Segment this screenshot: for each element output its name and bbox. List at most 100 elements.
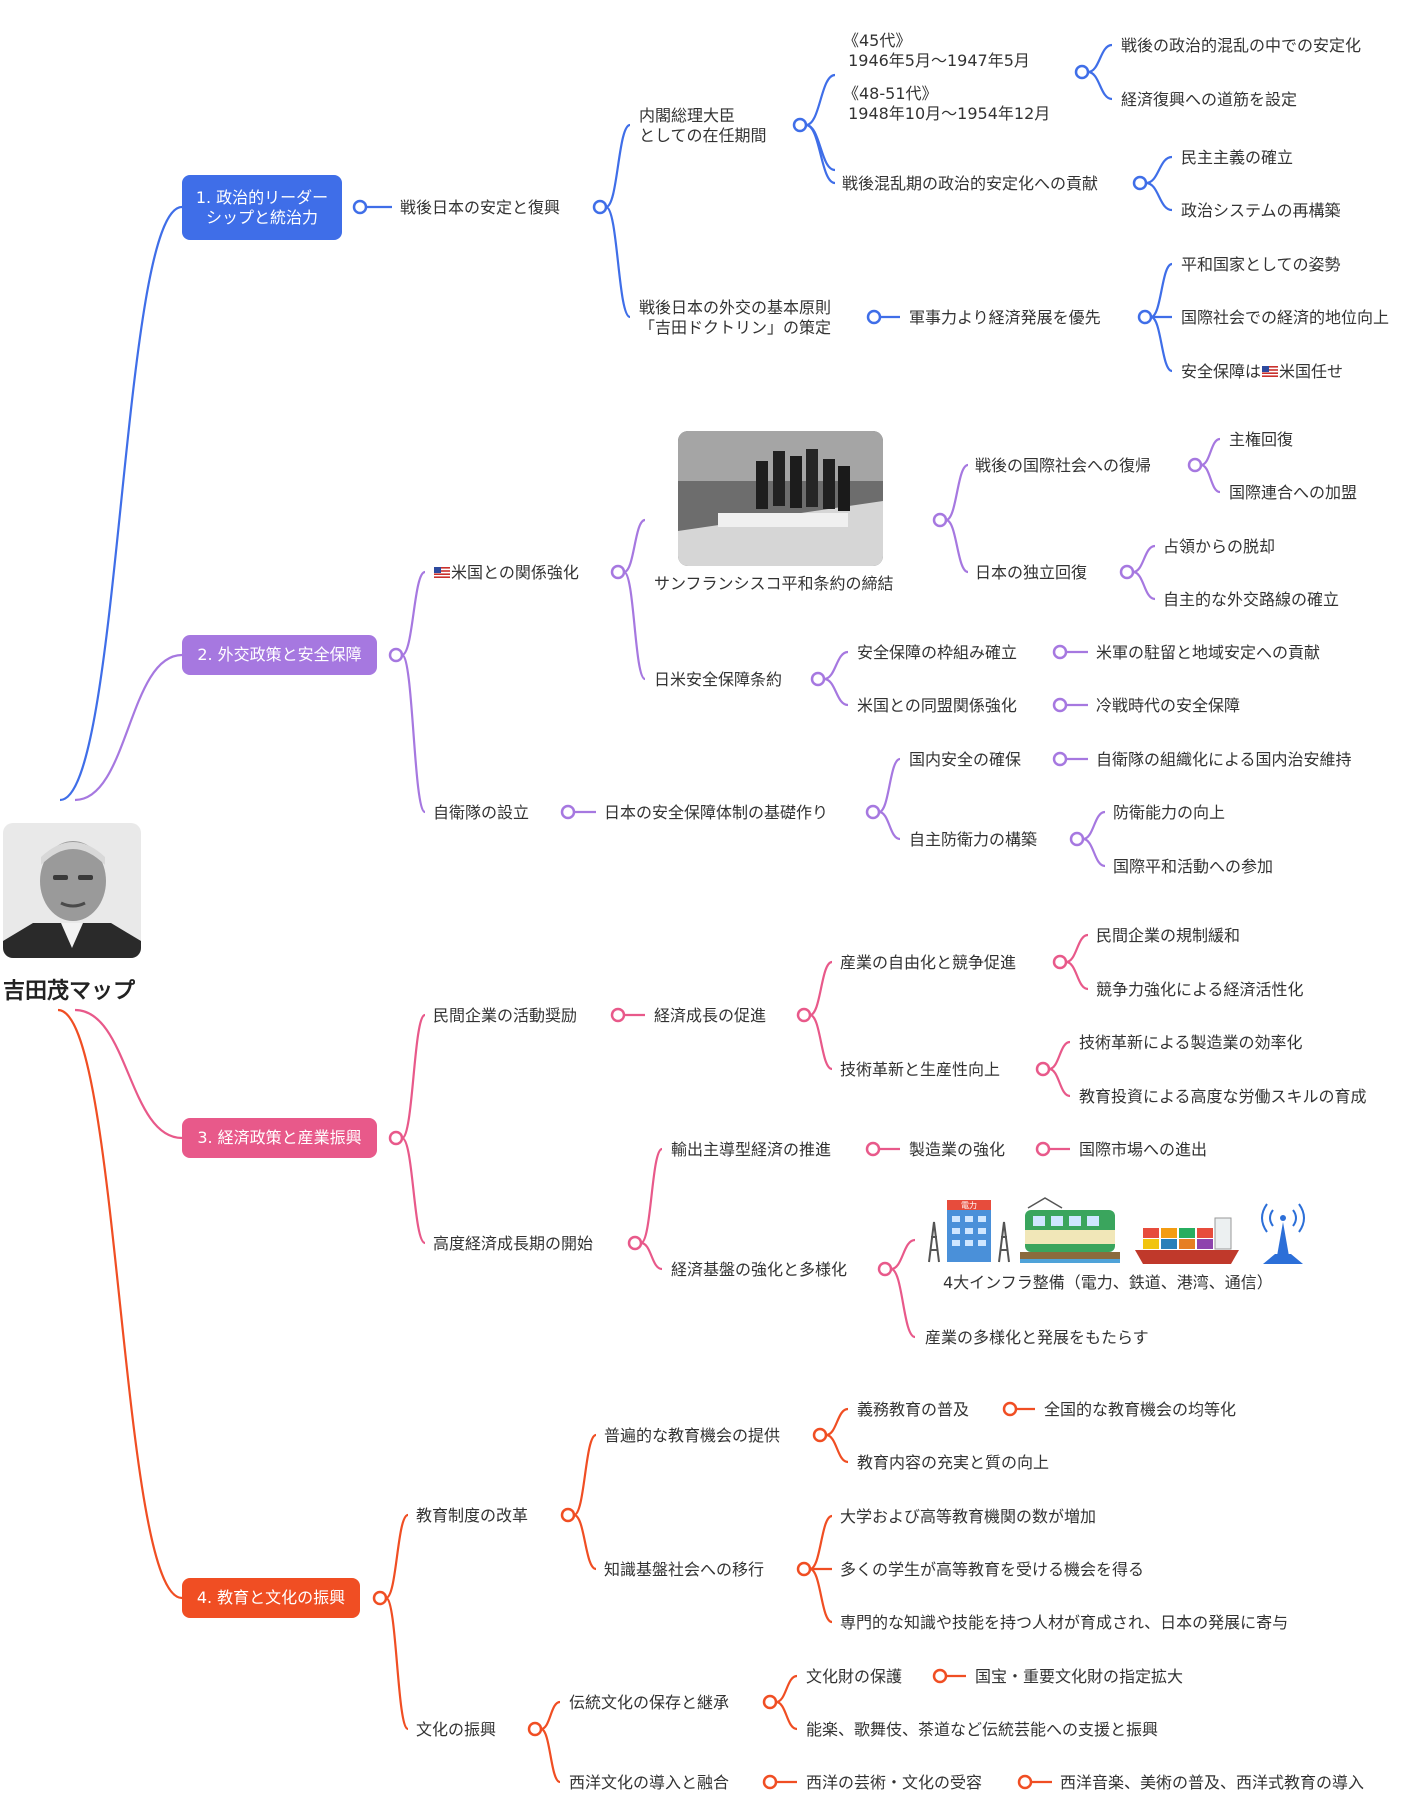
branch-knob — [560, 804, 576, 820]
branch-connector — [401, 570, 426, 657]
us-flag-icon — [1262, 366, 1279, 377]
node-yoshida-doctrine: 戦後日本の外交の基本原則 「吉田ドクトリン」の策定 — [639, 298, 832, 337]
branch-knob — [762, 1774, 778, 1790]
branch-connector — [1132, 570, 1156, 601]
branch-knob — [812, 1427, 828, 1443]
branch-knob — [932, 512, 948, 528]
portrait-photo — [3, 823, 141, 958]
branch-connector — [1082, 837, 1106, 868]
node-us-troops: 米軍の駐留と地域安定への貢献 — [1096, 643, 1321, 662]
branch-connector — [573, 1433, 597, 1517]
node-skilled-talent: 専門的な知識や技能を持つ人材が育成され、日本の発展に寄与 — [840, 1613, 1289, 1632]
branch-knob — [610, 1007, 626, 1023]
branch-connector — [890, 1267, 916, 1339]
branch-knob — [810, 671, 826, 687]
branch-connector — [823, 650, 849, 681]
branch-connector — [809, 960, 833, 1017]
branch-4-label[interactable]: 4. 教育と文化の振興 — [182, 1578, 360, 1618]
node-security-us: 安全保障は米国任せ — [1181, 362, 1343, 382]
branch-connector — [1150, 315, 1173, 373]
node-competitiveness: 競争力強化による経済活性化 — [1096, 980, 1304, 999]
node-traditional-arts: 能楽、歌舞伎、茶道など伝統芸能への支援と振興 — [806, 1720, 1159, 1739]
node-manufacturing-efficiency: 技術革新による製造業の効率化 — [1079, 1033, 1303, 1052]
power-plant-icon: 電力 — [928, 1200, 1010, 1263]
branch-knob — [1035, 1061, 1051, 1077]
root-connector-4 — [57, 1008, 183, 1600]
branch-knob — [1187, 457, 1203, 473]
branch-connector — [1145, 155, 1173, 185]
branch-connector — [1087, 43, 1113, 74]
branch-knob — [1052, 954, 1068, 970]
branch-connector — [540, 1700, 561, 1731]
node-peace-nation: 平和国家としての姿勢 — [1181, 255, 1341, 274]
node-traditional-culture: 伝統文化の保存と継承 — [569, 1693, 730, 1712]
branch-connector — [1065, 933, 1089, 964]
node-manufacturing: 製造業の強化 — [909, 1140, 1006, 1159]
branch-knob — [1052, 644, 1068, 660]
node-deregulation: 民間企業の規制緩和 — [1096, 926, 1241, 945]
node-democracy: 民主主義の確立 — [1181, 148, 1294, 167]
branch-connector — [1065, 960, 1089, 991]
branch-2-label[interactable]: 2. 外交政策と安全保障 — [182, 635, 377, 675]
node-sovereignty: 主権回復 — [1229, 430, 1294, 449]
branch-connector — [805, 123, 836, 185]
branch-knob — [877, 1261, 893, 1277]
branch-connector — [825, 1407, 849, 1437]
node-security-treaty: 日米安全保障条約 — [654, 670, 783, 689]
branch-connector — [1132, 544, 1156, 574]
node-term-48-51: 《48-51代》 1948年10月～1954年12月 — [843, 84, 1051, 123]
branch-connector — [623, 518, 646, 574]
branch-connector — [775, 1674, 798, 1704]
branch-knob — [388, 1130, 404, 1146]
node-cold-war-security: 冷戦時代の安全保障 — [1096, 696, 1241, 715]
branch-knob — [1069, 831, 1085, 847]
node-security-framework: 安全保障の枠組み確立 — [857, 643, 1018, 662]
node-independence: 日本の独立回復 — [975, 563, 1088, 582]
branch-knob — [1035, 1141, 1051, 1157]
branch-connector — [540, 1727, 561, 1784]
branch-connector — [400, 1136, 427, 1245]
branch-connector — [400, 1013, 427, 1140]
branch-connector — [945, 518, 969, 574]
branch-connector — [639, 1147, 664, 1245]
branch-knob — [762, 1694, 778, 1710]
node-four-infrastructures: 4大インフラ整備（電力、鉄道、港湾、通信） — [943, 1273, 1273, 1292]
node-diversification: 産業の多様化と発展をもたらす — [925, 1328, 1149, 1347]
node-western-education: 西洋音楽、美術の普及、西洋式教育の導入 — [1060, 1773, 1365, 1792]
branch-connector — [945, 463, 969, 522]
branch-connector — [890, 1238, 916, 1271]
branch-knob — [865, 804, 881, 820]
node-export-led: 輸出主導型経済の推進 — [671, 1140, 832, 1159]
branch-connector — [1082, 810, 1106, 841]
branch-connector — [1087, 70, 1113, 101]
root-connector-3 — [74, 1008, 183, 1140]
node-economy-first: 軍事力より経済発展を優先 — [909, 308, 1101, 327]
branch-knob — [560, 1507, 576, 1523]
branch-connector — [1150, 262, 1173, 319]
node-independent-diplomacy: 自主的な外交路線の確立 — [1163, 590, 1340, 609]
node-cultural-assets: 文化財の保護 — [806, 1667, 903, 1686]
branch-connector — [384, 1596, 410, 1731]
container-ship-icon — [1135, 1217, 1239, 1264]
node-stabilization: 戦後の政治的混乱の中での安定化 — [1121, 36, 1362, 55]
branch-1-label[interactable]: 1. 政治的リーダー シップと統治力 — [182, 175, 342, 240]
branch-connector — [1048, 1040, 1071, 1071]
node-skill-training: 教育投資による高度な労働スキルの育成 — [1079, 1087, 1367, 1106]
branch-knob — [610, 564, 626, 580]
branch-3-label[interactable]: 3. 経済政策と産業振興 — [182, 1118, 377, 1158]
branch-knob — [1017, 1774, 1033, 1790]
branch-knob — [352, 199, 368, 215]
branch-knob — [1052, 697, 1068, 713]
node-global-market: 国際市場への進出 — [1079, 1140, 1208, 1159]
us-relations-label: 米国との関係強化 — [451, 563, 579, 582]
branch-connector — [825, 1433, 849, 1464]
node-peace-activities: 国際平和活動への参加 — [1113, 857, 1274, 876]
infrastructure-icons: 電力 — [925, 1192, 1310, 1267]
node-innovation: 技術革新と生産性向上 — [840, 1060, 1001, 1079]
branch-knob — [796, 1561, 812, 1577]
antenna-icon — [1261, 1203, 1305, 1264]
branch-knob — [372, 1590, 388, 1606]
branch-knob — [627, 1235, 643, 1251]
security-us-prefix: 安全保障は — [1181, 362, 1262, 381]
